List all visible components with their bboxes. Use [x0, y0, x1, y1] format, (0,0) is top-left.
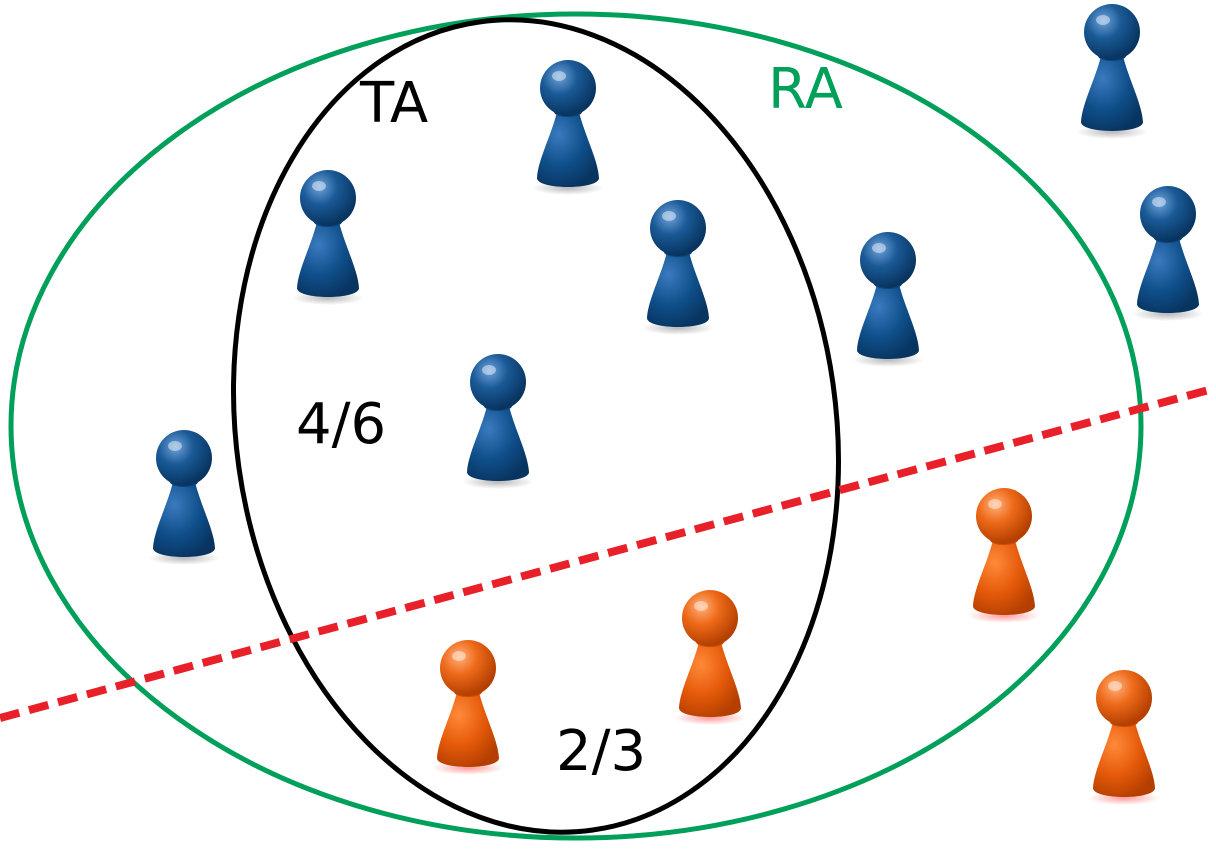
orange-pawn: [1088, 670, 1160, 805]
blue-pawn: [1132, 186, 1204, 321]
orange-pawn: [674, 590, 746, 725]
blue-pawn: [1076, 4, 1148, 139]
blue-pawn: [292, 170, 364, 305]
ta-lower-ratio: 2/3: [556, 719, 646, 784]
ta-ellipse: [231, 17, 841, 835]
pawn-group: [148, 4, 1204, 805]
ta-label: TA: [359, 71, 428, 136]
blue-pawn: [148, 430, 220, 565]
blue-pawn: [642, 200, 714, 335]
ra-label: RA: [768, 57, 843, 122]
orange-pawn: [432, 640, 504, 775]
ta-upper-ratio: 4/6: [296, 392, 386, 457]
orange-pawn: [968, 488, 1040, 623]
blue-pawn: [462, 354, 534, 489]
blue-pawn: [532, 60, 604, 195]
ra-ellipse: [8, 11, 1144, 841]
blue-pawn: [852, 232, 924, 367]
